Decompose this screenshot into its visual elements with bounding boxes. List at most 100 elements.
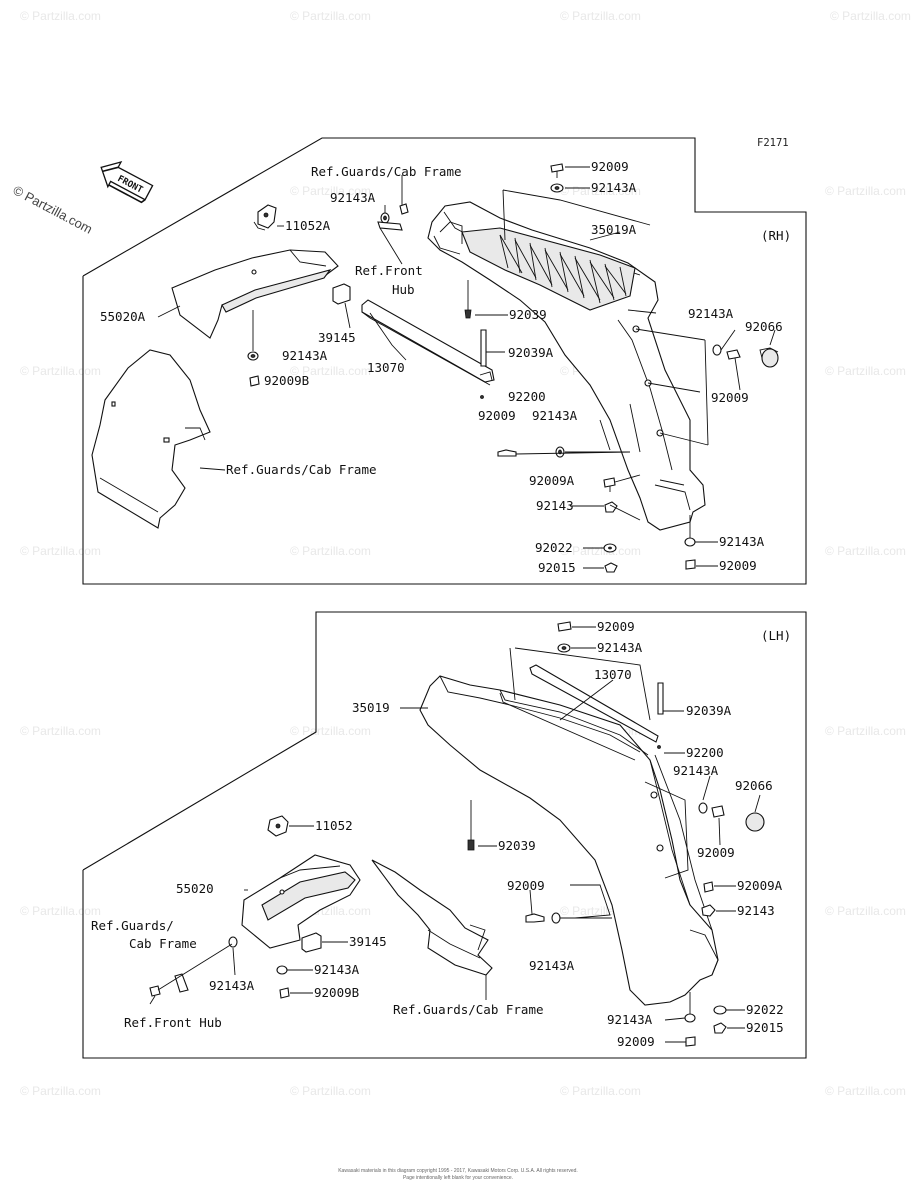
watermark: © Partzilla.com xyxy=(290,184,371,198)
lh-label-55020: 55020 xyxy=(176,881,214,896)
lh-label-92009-right: 92009 xyxy=(697,845,735,860)
watermark: © Partzilla.com xyxy=(560,9,641,23)
lh-label-92039: 92039 xyxy=(498,838,536,853)
lh-label-92143A-a: 92143A xyxy=(529,958,575,973)
rh-label-ref-front-hub-2: Hub xyxy=(392,282,415,297)
lh-label-92143: 92143 xyxy=(737,903,775,918)
rh-label-35019A: 35019A xyxy=(591,222,637,237)
rh-label-92039: 92039 xyxy=(509,307,547,322)
lh-frame xyxy=(82,611,807,1059)
rh-fasteners xyxy=(247,163,779,573)
rh-label-92143A-2: 92143A xyxy=(282,348,328,363)
lh-label-35019: 35019 xyxy=(352,700,390,715)
watermark: © Partzilla.com xyxy=(560,1084,641,1098)
lh-label-11052: 11052 xyxy=(315,818,353,833)
rh-label-92143A-low: 92143A xyxy=(719,534,765,549)
rh-label-55020A: 55020A xyxy=(100,309,146,324)
rh-brace-13070 xyxy=(361,299,495,386)
rh-label-92015: 92015 xyxy=(538,560,576,575)
lh-label-92009-top: 92009 xyxy=(597,619,635,634)
rh-label-92009A: 92009A xyxy=(529,473,575,488)
lh-label-92009B: 92009B xyxy=(314,985,359,1000)
rh-label-92200: 92200 xyxy=(508,389,546,404)
front-arrow-icon: FRONT xyxy=(100,160,154,204)
watermark: © Partzilla.com xyxy=(825,184,906,198)
watermark: © Partzilla.com xyxy=(290,364,371,378)
watermark: © Partzilla.com xyxy=(825,364,906,378)
rh-label-92143A-top: 92143A xyxy=(591,180,637,195)
watermark: © Partzilla.com xyxy=(290,724,371,738)
rh-label-92009-low: 92009 xyxy=(719,558,757,573)
lh-label-92143A-right: 92143A xyxy=(673,763,719,778)
lh-label-92039A: 92039A xyxy=(686,703,732,718)
lh-section: (LH) xyxy=(82,611,807,1059)
watermark: © Partzilla.com xyxy=(560,184,641,198)
lh-label-92009-low: 92009 xyxy=(617,1034,655,1049)
watermark: © Partzilla.com xyxy=(825,904,906,918)
watermark: © Partzilla.com xyxy=(560,544,641,558)
footer-line-2: Page intentionally left blank for your c… xyxy=(403,1175,513,1181)
lh-label-ref-guards-left-1: Ref.Guards/ xyxy=(91,918,174,933)
watermark: © Partzilla.com xyxy=(825,1084,906,1098)
rh-frame xyxy=(82,137,807,585)
lh-fasteners xyxy=(149,621,765,1047)
rh-label-92009-right: 92009 xyxy=(711,390,749,405)
lh-brace-13070 xyxy=(499,664,659,761)
partzilla-watermark: © Partzilla.com xyxy=(11,182,95,236)
lh-label-92143A-c: 92143A xyxy=(314,962,360,977)
watermark: © Partzilla.com xyxy=(830,9,911,23)
watermark-layer: © Partzilla.com © Partzilla.com © Partzi… xyxy=(20,9,911,1098)
lh-fender-35019 xyxy=(419,647,719,1006)
rh-label-92143: 92143 xyxy=(536,498,574,513)
rh-label-92022: 92022 xyxy=(535,540,573,555)
rh-label-ref-guards-top: Ref.Guards/Cab Frame xyxy=(311,164,462,179)
watermark: © Partzilla.com xyxy=(290,9,371,23)
rh-label-92143A-right: 92143A xyxy=(688,306,734,321)
watermark: © Partzilla.com xyxy=(290,1084,371,1098)
rh-labels: Ref.Guards/Cab Frame 92143A 11052A Ref.F… xyxy=(100,159,783,575)
lh-label-92200: 92200 xyxy=(686,745,724,760)
lh-label-92009A: 92009A xyxy=(737,878,783,893)
rh-bracket-55020A xyxy=(171,249,339,339)
lh-label-92022: 92022 xyxy=(746,1002,784,1017)
lh-label-92143A-b: 92143A xyxy=(209,978,255,993)
lh-label-92009-mid: 92009 xyxy=(507,878,545,893)
rh-label-39145: 39145 xyxy=(318,330,356,345)
lh-label-92143A-low: 92143A xyxy=(607,1012,653,1027)
watermark: © Partzilla.com xyxy=(20,364,101,378)
rh-label-92009-mid: 92009 xyxy=(478,408,516,423)
lh-label-ref-guards-left-2: Cab Frame xyxy=(129,936,197,951)
watermark: © Partzilla.com xyxy=(825,544,906,558)
footer-line-1: Kawasaki materials in this diagram copyr… xyxy=(338,1168,578,1174)
lh-label-13070: 13070 xyxy=(594,667,632,682)
watermark: © Partzilla.com xyxy=(20,904,101,918)
rh-label-92143A-mid: 92143A xyxy=(532,408,578,423)
rh-label-92009B: 92009B xyxy=(264,373,309,388)
lh-label-92015: 92015 xyxy=(746,1020,784,1035)
figure-code: F2171 xyxy=(757,137,789,149)
rh-label-92039A: 92039A xyxy=(508,345,554,360)
rh-label-92009-top: 92009 xyxy=(591,159,629,174)
watermark: © Partzilla.com xyxy=(20,9,101,23)
watermark: © Partzilla.com xyxy=(290,544,371,558)
lh-labels: 92009 92143A 13070 35019 92039A 92200 92… xyxy=(91,619,784,1049)
lh-label-92066: 92066 xyxy=(735,778,773,793)
rh-section: (RH) xyxy=(82,137,807,585)
watermark: © Partzilla.com xyxy=(20,1084,101,1098)
lh-side-label: (LH) xyxy=(761,628,791,643)
lh-label-92143A-top: 92143A xyxy=(597,640,643,655)
lh-leaders xyxy=(149,626,761,1043)
lh-label-ref-front-hub: Ref.Front Hub xyxy=(124,1015,222,1030)
lh-label-ref-guards-bottom: Ref.Guards/Cab Frame xyxy=(393,1002,544,1017)
lh-label-39145: 39145 xyxy=(349,934,387,949)
rh-label-ref-front-hub-1: Ref.Front xyxy=(355,263,423,278)
rh-label-11052A: 11052A xyxy=(285,218,331,233)
watermark: © Partzilla.com xyxy=(20,724,101,738)
rh-label-13070: 13070 xyxy=(367,360,405,375)
rh-label-ref-guards-bottom: Ref.Guards/Cab Frame xyxy=(226,462,377,477)
rh-label-92143A-1: 92143A xyxy=(330,190,376,205)
watermark: © Partzilla.com xyxy=(825,724,906,738)
rh-side-label: (RH) xyxy=(761,228,791,243)
rh-fender-35019A xyxy=(427,189,709,531)
watermark: © Partzilla.com xyxy=(20,544,101,558)
